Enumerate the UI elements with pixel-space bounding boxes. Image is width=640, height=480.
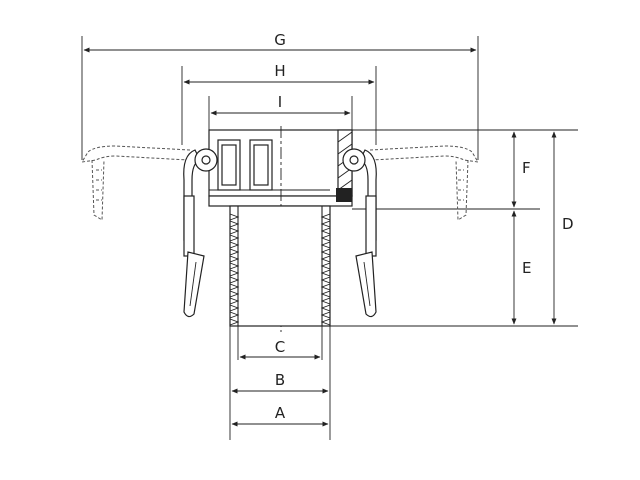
dimension-c: C [239, 338, 321, 360]
barb-rib [320, 297, 331, 305]
barb-rib [320, 220, 331, 228]
barb-rib [320, 255, 331, 263]
lever-closed-left [183, 148, 218, 318]
barb-rib [320, 248, 331, 256]
dimension-d: D [551, 131, 574, 325]
dimension-label-b: B [275, 371, 285, 389]
dimension-label-h: H [274, 62, 285, 80]
barb-rib [229, 220, 240, 228]
barb-rib [320, 262, 331, 270]
barb-rib [229, 227, 240, 235]
extension-lines-right [330, 129, 578, 327]
barb-rib [320, 269, 331, 277]
lever-open-left [81, 145, 191, 221]
dimension-label-e: E [522, 259, 531, 277]
dimension-label-g: G [274, 31, 286, 49]
barb-rib [320, 213, 331, 221]
dimension-h: H [181, 62, 377, 145]
barb-rib [229, 297, 240, 305]
barb-rib [229, 318, 240, 326]
barb-rib [320, 227, 331, 235]
gasket [336, 188, 352, 202]
extension-lines-bottom [229, 326, 331, 440]
barb-rib [229, 255, 240, 263]
dimension-b: B [231, 371, 329, 394]
barb-rib [229, 283, 240, 291]
dimension-g: G [81, 31, 479, 160]
barb-rib [320, 241, 331, 249]
barb-rib [320, 290, 331, 298]
barb-rib [229, 311, 240, 319]
dimension-label-d: D [562, 215, 574, 233]
barb-rib [229, 276, 240, 284]
barb-rib [320, 311, 331, 319]
dimension-a: A [231, 404, 329, 427]
lever-open-right [369, 145, 479, 221]
dimension-label-f: F [522, 159, 531, 177]
barb-rib [229, 262, 240, 270]
barb-rib [320, 318, 331, 326]
dimension-label-i: I [278, 93, 282, 111]
barb-rib [229, 304, 240, 312]
hose-shank [229, 205, 331, 327]
dimension-e: E [511, 210, 531, 325]
barb-rib [229, 290, 240, 298]
barb-rib [229, 234, 240, 242]
barb-rib [320, 276, 331, 284]
barb-rib [320, 283, 331, 291]
dimension-label-c: C [275, 338, 285, 356]
barb-rib [320, 304, 331, 312]
lever-closed-right [342, 148, 377, 318]
dimension-f: F [511, 131, 531, 208]
barb-rib [229, 269, 240, 277]
dimension-i: I [208, 93, 353, 130]
barb-rib [229, 213, 240, 221]
barb-rib [229, 248, 240, 256]
dimension-label-a: A [275, 404, 286, 422]
barb-rib [320, 234, 331, 242]
barb-rib [229, 241, 240, 249]
